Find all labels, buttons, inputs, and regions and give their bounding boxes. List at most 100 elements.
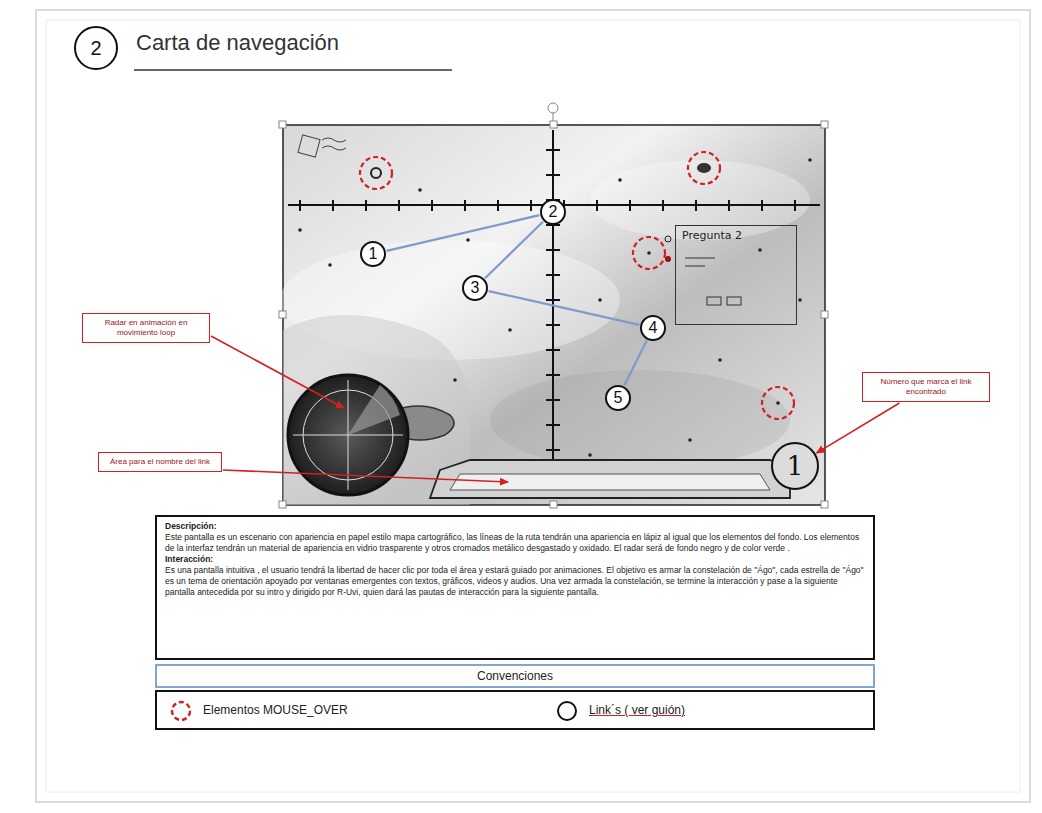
callout-box: Radar en animación en movimiento loop (82, 313, 210, 343)
star-dot (508, 328, 512, 332)
scale-tick (546, 374, 560, 376)
step-number-circle: 2 (74, 26, 118, 70)
sketch-stroke (727, 297, 741, 305)
scale-tick (546, 324, 560, 326)
star-dot (453, 378, 457, 382)
star-dot (718, 358, 722, 362)
link-number-circle: 1 (360, 241, 386, 267)
popup-window: Pregunta 2 (675, 225, 797, 325)
name-bar (430, 460, 790, 498)
scale-tick (794, 200, 796, 211)
node-text: 2 (549, 204, 558, 220)
sketch-stroke (821, 121, 828, 128)
scale-tick (546, 174, 560, 176)
star-dot (808, 158, 812, 162)
mouse-over-marker (360, 152, 794, 419)
sketch-stroke (762, 387, 794, 419)
sketch-stroke (776, 401, 780, 405)
star-dots (298, 158, 812, 457)
route-line (485, 222, 543, 278)
route-line (624, 341, 646, 386)
star-dot (758, 248, 762, 252)
star-dot (618, 178, 622, 182)
scale-tick (546, 149, 560, 151)
sketch-stroke (552, 130, 554, 498)
leader-arrow (816, 403, 899, 453)
section-body: Es una pantalla intuitiva , el usuario t… (165, 565, 865, 598)
scale-tick (662, 200, 664, 211)
node-text: 3 (471, 280, 480, 296)
scale-tick (695, 200, 697, 211)
scale-tick (530, 200, 532, 211)
sketch-stroke (633, 237, 665, 269)
scale-tick (546, 299, 560, 301)
section-heading: Interacción: (165, 554, 865, 565)
scale-tick (398, 200, 400, 211)
conventions-header: Convenciones (155, 664, 875, 688)
node-text: 1 (369, 246, 378, 262)
scale-tick (431, 200, 433, 211)
scale-tick (546, 449, 560, 451)
node-text: 2 (90, 38, 101, 58)
crosshair-scale (288, 130, 820, 498)
scale-tick (464, 200, 466, 211)
sketch-stroke (279, 501, 286, 508)
circle-sample (555, 699, 579, 723)
sketch-stroke (550, 501, 557, 508)
found-link-counter: 1 (771, 442, 819, 490)
popup-window-detail (685, 258, 741, 305)
star-dot (418, 188, 422, 192)
sketch-stroke (46, 20, 1020, 792)
sketch-stroke (665, 256, 671, 262)
sketch-stroke (688, 152, 720, 184)
table-header: Convenciones (477, 669, 553, 683)
scale-tick (629, 200, 631, 211)
node-text: 1 (787, 453, 804, 479)
sketch-stroke (821, 501, 828, 508)
sketch-stroke (223, 470, 508, 482)
sketch-stroke (348, 385, 400, 435)
callout-box: Número que marca el link encontrado (862, 372, 990, 402)
scale-tick (728, 200, 730, 211)
sketch-stroke (430, 460, 790, 498)
scale-tick (365, 200, 367, 211)
node-text: Radar en animación en movimiento loop (105, 318, 188, 337)
link-number-circle: 5 (605, 385, 631, 411)
sketch-stroke (36, 10, 1030, 802)
dashed-circle-sample (169, 699, 193, 723)
sketch-stroke (360, 157, 392, 189)
sketch-stroke (298, 135, 320, 157)
star-dot (466, 238, 470, 242)
sketch-stroke (707, 297, 721, 305)
scale-tick (546, 424, 560, 426)
page-title: Carta de navegación (136, 30, 339, 56)
star-dot (798, 298, 802, 302)
sketch-background (280, 125, 825, 505)
route-line (489, 291, 640, 325)
legend-text: Link´s ( ver guión) (589, 703, 685, 717)
sketch-stroke (134, 69, 452, 71)
star-dot (298, 228, 302, 232)
star-dot (598, 298, 602, 302)
scale-tick (497, 200, 499, 211)
scale-tick (546, 399, 560, 401)
scale-tick (299, 200, 301, 211)
scale-tick (546, 274, 560, 276)
scale-tick (546, 349, 560, 351)
scale-tick (761, 200, 763, 211)
section-heading: Descripción: (165, 521, 865, 532)
sketch-stroke (490, 370, 790, 470)
leader-arrow (211, 336, 508, 482)
node-text: 4 (649, 320, 658, 336)
route-line (387, 215, 540, 251)
sketch-stroke (685, 258, 715, 266)
star-dot (688, 438, 692, 442)
sketch-stroke (548, 103, 558, 113)
node-text: Pregunta 2 (682, 229, 742, 242)
page-frame (36, 10, 1030, 802)
section-body: Este pantalla es un escenario con aparie… (165, 532, 865, 554)
link-number-circle: 3 (462, 275, 488, 301)
sample-circle (558, 702, 576, 720)
sketch-stroke (279, 311, 286, 318)
logo-sketch (298, 135, 346, 157)
